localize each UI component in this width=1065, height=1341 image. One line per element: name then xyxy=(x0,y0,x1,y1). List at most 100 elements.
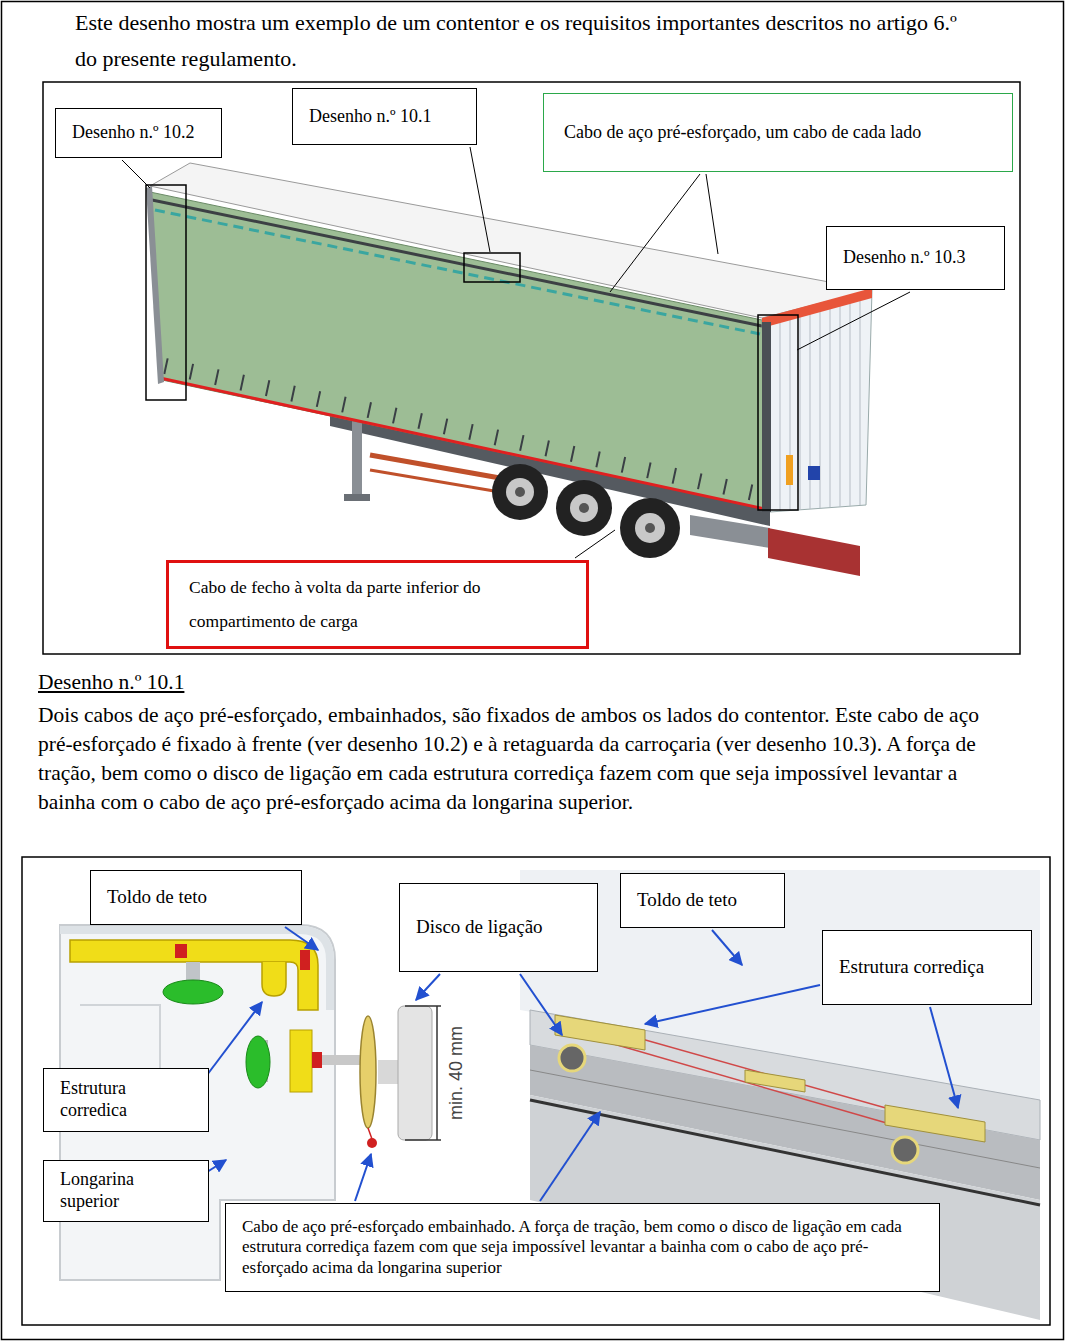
leader-line xyxy=(575,530,615,558)
box-text: Cabo de aço pré-esforçado, um cabo de ca… xyxy=(564,122,921,144)
pin xyxy=(300,950,310,970)
callout-arrow xyxy=(540,1112,600,1201)
detail-frame xyxy=(146,185,186,400)
tail-light xyxy=(786,455,793,485)
part-label: Longarina superior xyxy=(43,1160,209,1222)
top-rail xyxy=(152,200,762,326)
mud-flap xyxy=(768,528,860,576)
wheel-hub xyxy=(515,487,525,497)
box-text: Toldo de teto xyxy=(107,886,207,909)
section-heading: Desenho n.º 10.1 xyxy=(38,668,184,697)
curtain-side xyxy=(150,192,770,510)
cable-callout: Cabo de aço pré-esforçado, um cabo de ca… xyxy=(543,93,1013,172)
callout-arrow xyxy=(712,930,742,965)
dimension-tick xyxy=(405,1005,441,1007)
part-label: Disco de ligação xyxy=(399,883,598,972)
rear-post xyxy=(762,322,771,512)
detail-frame xyxy=(758,315,798,510)
slider-hook xyxy=(262,962,286,996)
callout-arrow xyxy=(645,985,820,1024)
drawing-ref: Desenho n.º 10.3 xyxy=(826,226,1005,290)
box-text: Toldo de teto xyxy=(637,889,737,912)
callout-arrow xyxy=(416,974,440,1000)
cable xyxy=(368,1128,372,1139)
box-text: Estrutura corrediça xyxy=(839,956,984,979)
box-text: Cabo de fecho à volta da parte inferior … xyxy=(189,571,566,638)
callout-arrow xyxy=(285,927,318,950)
cable-callout: Cabo de fecho à volta da parte inferior … xyxy=(166,560,589,649)
callout-arrow xyxy=(207,1160,226,1172)
wheel-hub xyxy=(579,503,589,513)
roller xyxy=(163,980,223,1004)
chassis-rail xyxy=(370,470,500,492)
rear-bumper xyxy=(690,515,770,548)
disc-body xyxy=(398,1006,432,1140)
part-label: Toldo de teto xyxy=(620,873,785,928)
curtain-straps xyxy=(165,366,768,496)
detail-frame xyxy=(464,253,520,282)
wheel-hub xyxy=(645,523,655,533)
slider-profile xyxy=(70,940,318,1010)
leader-line xyxy=(797,292,910,350)
cable xyxy=(610,1030,900,1112)
panel-frame xyxy=(43,82,1020,654)
door-rib xyxy=(860,295,861,505)
roller xyxy=(559,1045,585,1071)
leader-line xyxy=(706,174,718,254)
box-text: Estrutura corredica xyxy=(60,1078,192,1121)
roof-tarp xyxy=(60,930,330,1010)
part-label: Estrutura corredica xyxy=(43,1068,209,1132)
roller xyxy=(892,1137,918,1163)
box-text: Desenho n.º 10.2 xyxy=(72,122,195,144)
disc-hub xyxy=(378,1060,400,1084)
wheel-rim xyxy=(635,513,665,543)
callout-arrow xyxy=(355,1154,371,1201)
door-rib xyxy=(800,311,801,510)
callout-arrow xyxy=(520,974,562,1035)
cable xyxy=(600,1040,890,1124)
wheel xyxy=(620,498,680,558)
drawing-ref: Desenho n.º 10.2 xyxy=(55,108,222,158)
box-text: Longarina superior xyxy=(60,1169,192,1212)
sheathed-cable xyxy=(367,1138,377,1148)
steel-cable xyxy=(155,210,760,334)
landing-leg xyxy=(352,418,362,496)
note-box: Cabo de aço pré-esforçado embainhado. A … xyxy=(225,1203,940,1292)
panel-frame xyxy=(22,857,1050,1325)
part-label: Estrutura corrediça xyxy=(822,930,1032,1005)
leader-line xyxy=(470,147,490,252)
box-text: Desenho n.º 10.1 xyxy=(309,106,432,128)
door-rib xyxy=(850,298,851,506)
door-rib xyxy=(840,300,841,507)
axle xyxy=(186,962,200,982)
leader-line xyxy=(122,160,150,188)
rear-header xyxy=(762,288,872,328)
box-text: Cabo de aço pré-esforçado embainhado. A … xyxy=(242,1217,923,1278)
wheel xyxy=(556,480,612,536)
callout-arrow xyxy=(207,1002,262,1075)
box-text: Desenho n.º 10.3 xyxy=(843,247,966,269)
slider-plate xyxy=(290,1030,312,1092)
door-rib xyxy=(780,317,781,511)
rail-slot xyxy=(530,1100,1040,1205)
front-post xyxy=(146,186,164,384)
part-label: Toldo de teto xyxy=(90,870,302,925)
closing-cable xyxy=(160,378,770,510)
drawing-ref: Desenho n.º 10.1 xyxy=(292,88,477,145)
landing-foot xyxy=(344,494,370,501)
dimension-line xyxy=(436,1006,438,1140)
body-text: Dois cabos de aço pré-esforçado, embainh… xyxy=(38,701,986,817)
box-text: Disco de ligação xyxy=(416,916,543,939)
slider-plate xyxy=(745,1070,805,1092)
leader-line xyxy=(610,174,700,292)
pin xyxy=(175,944,187,958)
dimension-tick xyxy=(405,1139,441,1141)
nut xyxy=(312,1052,322,1068)
wheel-rim xyxy=(506,478,534,506)
wheel-rim xyxy=(570,494,598,522)
roller xyxy=(246,1036,270,1088)
callout-arrow xyxy=(930,1007,958,1108)
dimension-label: min. 40 mm xyxy=(446,1026,467,1120)
